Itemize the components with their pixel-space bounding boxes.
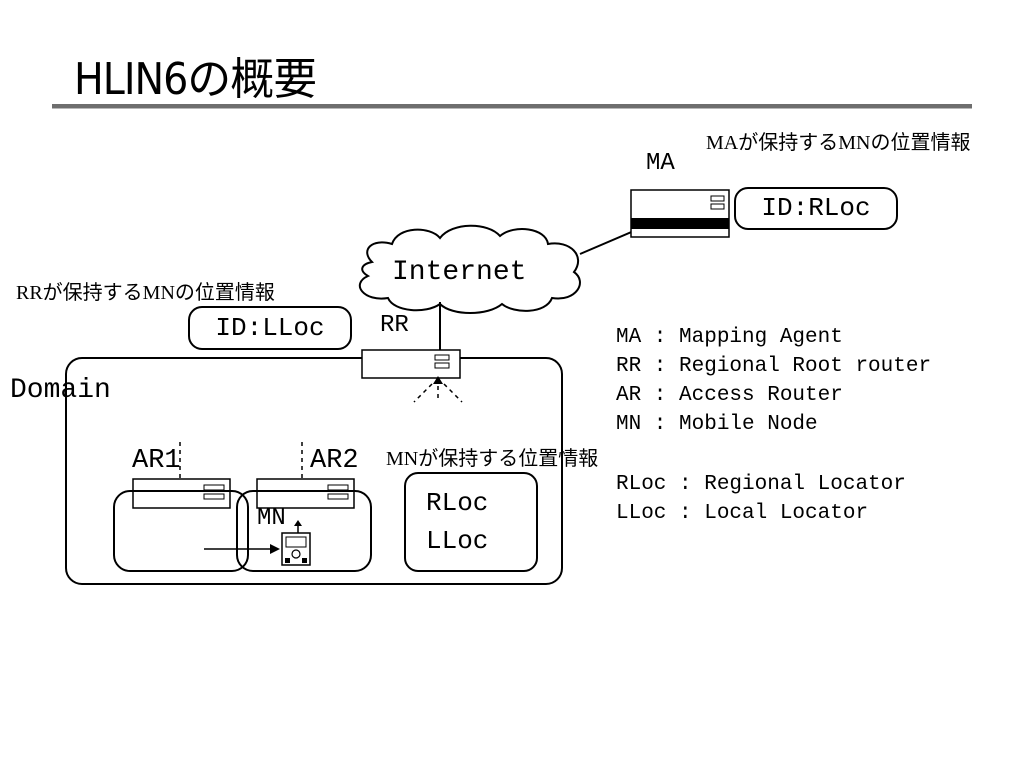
- internet-label: Internet: [392, 257, 527, 288]
- ma-label: MA: [646, 150, 675, 177]
- legend-ma: MA : Mapping Agent: [616, 326, 843, 349]
- mn-info-lloc: LLoc: [426, 526, 489, 556]
- ma-info-caption: MAが保持するMNの位置情報: [706, 132, 971, 154]
- rr-label: RR: [380, 312, 409, 339]
- title-divider: [52, 104, 972, 108]
- ma-internet-link: [579, 229, 637, 255]
- mn-info-box: [404, 472, 538, 572]
- mn-device-icon: [281, 520, 311, 566]
- ar2-label: AR2: [310, 446, 359, 476]
- legend-lloc: LLoc : Local Locator: [616, 502, 869, 525]
- ar2-router-icon: [256, 478, 355, 509]
- rr-router-icon: [361, 349, 461, 379]
- ar1-coverage-cell: [113, 490, 249, 572]
- domain-label: Domain: [10, 375, 111, 406]
- ar2-coverage-cell: [236, 490, 372, 572]
- ma-info-box: ID:RLoc: [734, 187, 898, 230]
- rr-info-caption: RRが保持するMNの位置情報: [16, 282, 275, 304]
- internet-cloud: [358, 224, 581, 314]
- ar1-router-icon: [132, 478, 231, 509]
- mn-info-caption: MNが保持する位置情報: [386, 448, 599, 470]
- mn-label: MN: [257, 505, 286, 532]
- domain-region: [65, 357, 563, 585]
- legend-mn: MN : Mobile Node: [616, 413, 818, 436]
- legend-rloc: RLoc : Regional Locator: [616, 473, 906, 496]
- rr-signal-arrow: [433, 376, 443, 384]
- legend-rr: RR : Regional Root router: [616, 355, 932, 378]
- mn-info-rloc: RLoc: [426, 488, 489, 518]
- title-divider-highlight: [52, 108, 972, 109]
- legend-ar: AR : Access Router: [616, 384, 843, 407]
- ar1-label: AR1: [132, 446, 181, 476]
- ma-router-icon: [630, 189, 730, 238]
- rr-info-box: ID:LLoc: [188, 306, 352, 350]
- page-title: HLIN6の概要: [74, 54, 317, 105]
